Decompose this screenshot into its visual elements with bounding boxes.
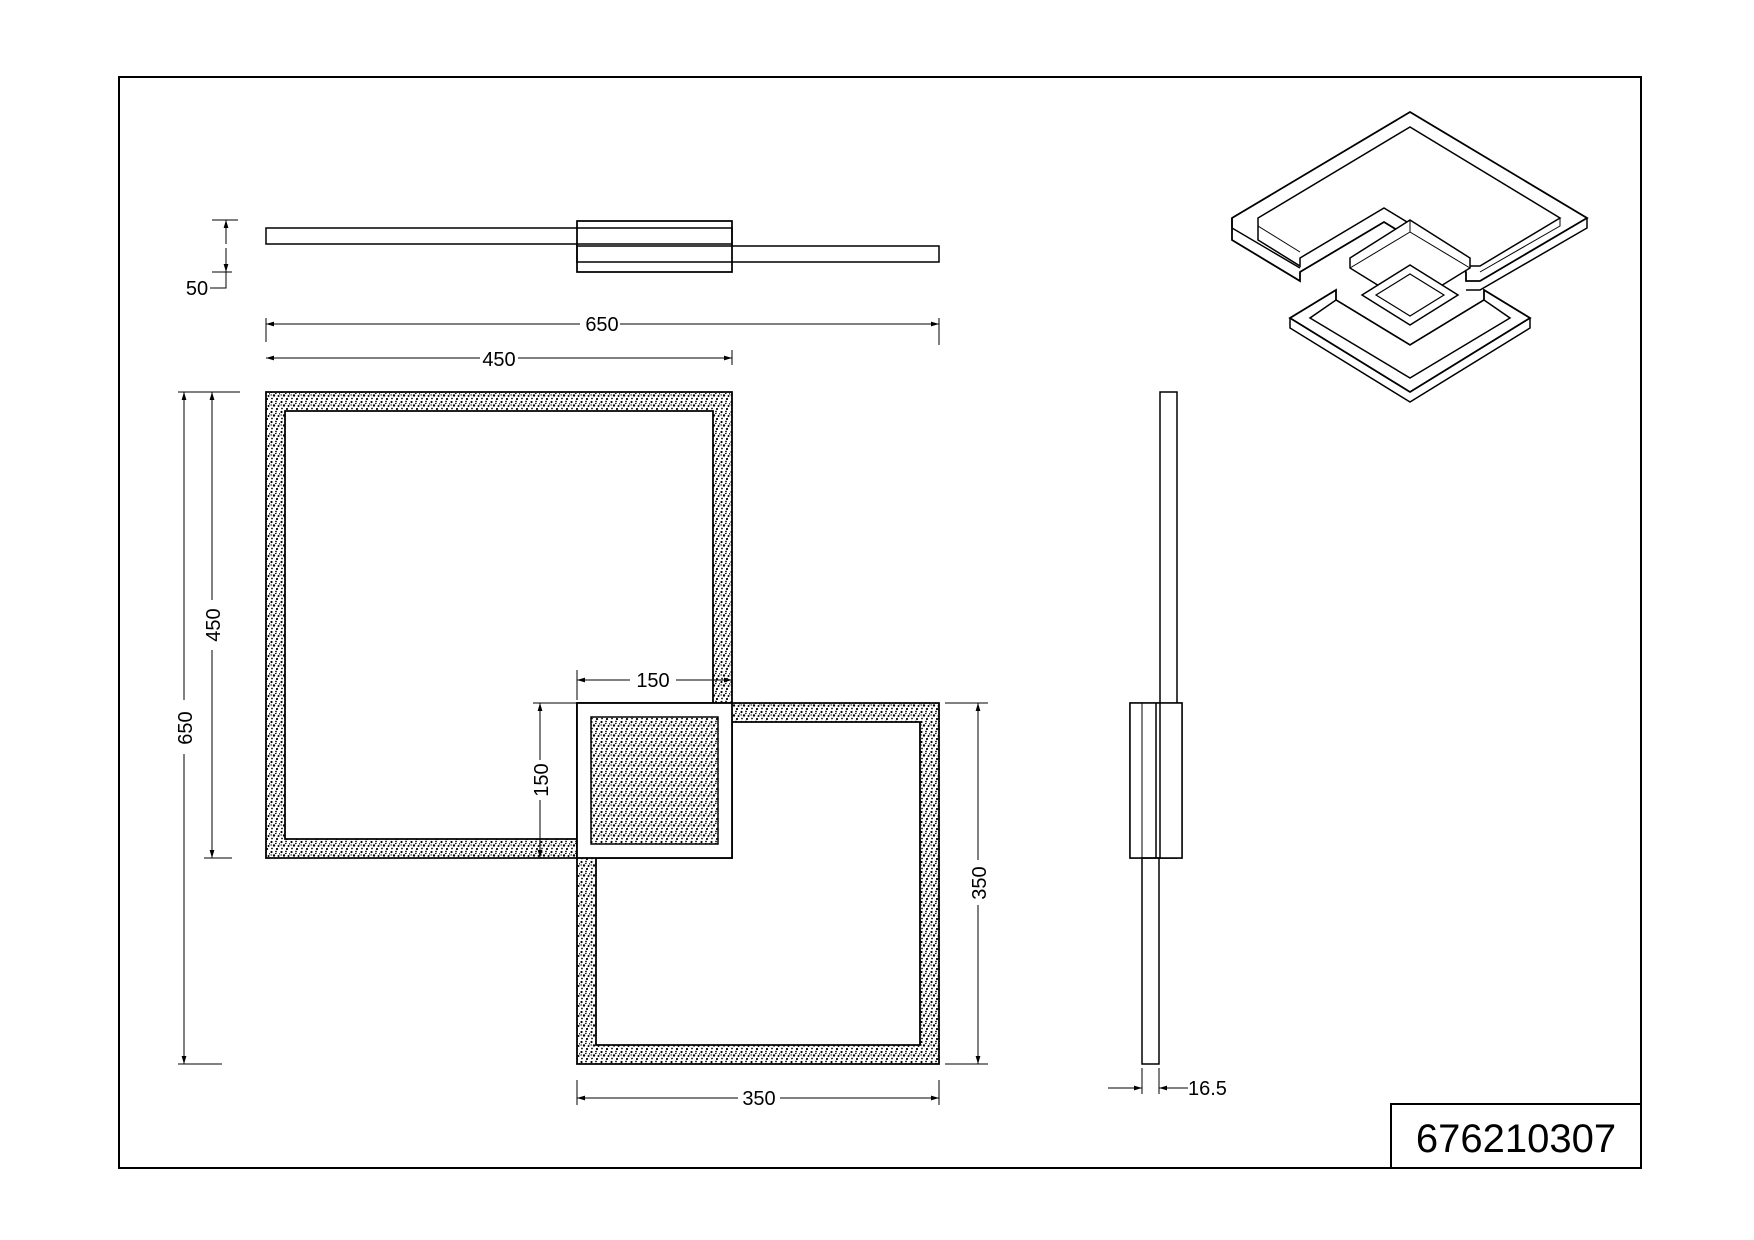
dim-height-upper: 450 xyxy=(203,392,232,859)
dim-height-side: 50 xyxy=(186,219,238,300)
dim-label-lower-height: 350 xyxy=(969,866,991,899)
dim-label-height-total: 650 xyxy=(175,711,197,744)
dim-lower-width: 350 xyxy=(576,1080,940,1110)
lower-frame xyxy=(576,702,940,1065)
dim-label-height-side: 50 xyxy=(186,278,208,300)
dim-lower-height: 350 xyxy=(945,702,991,1065)
side-view xyxy=(265,220,940,273)
dim-height-total: 650 xyxy=(175,391,240,1065)
article-number-box xyxy=(1390,1103,1642,1169)
dim-depth: 16.5 xyxy=(1108,1068,1227,1100)
center-module-panel xyxy=(590,716,719,845)
isometric-view xyxy=(1231,110,1589,403)
plan-view xyxy=(265,391,940,1065)
dim-center-width: 150 xyxy=(576,670,733,700)
dim-label-width-total: 650 xyxy=(585,314,618,336)
profile-view xyxy=(1129,391,1183,1065)
dim-label-lower-width: 350 xyxy=(742,1088,775,1110)
drawing-frame xyxy=(118,76,1642,1169)
dim-label-center-width: 150 xyxy=(636,670,669,692)
dim-label-width-upper: 450 xyxy=(482,349,515,371)
dim-label-depth: 16.5 xyxy=(1188,1078,1227,1100)
article-number: 676210307 xyxy=(1416,1117,1616,1161)
dim-center-height: 150 xyxy=(531,702,577,859)
dim-width-upper: 450 xyxy=(266,349,733,371)
dim-label-center-height: 150 xyxy=(531,763,553,796)
dim-width-total: 650 xyxy=(265,314,940,345)
dim-label-height-upper: 450 xyxy=(203,608,225,641)
